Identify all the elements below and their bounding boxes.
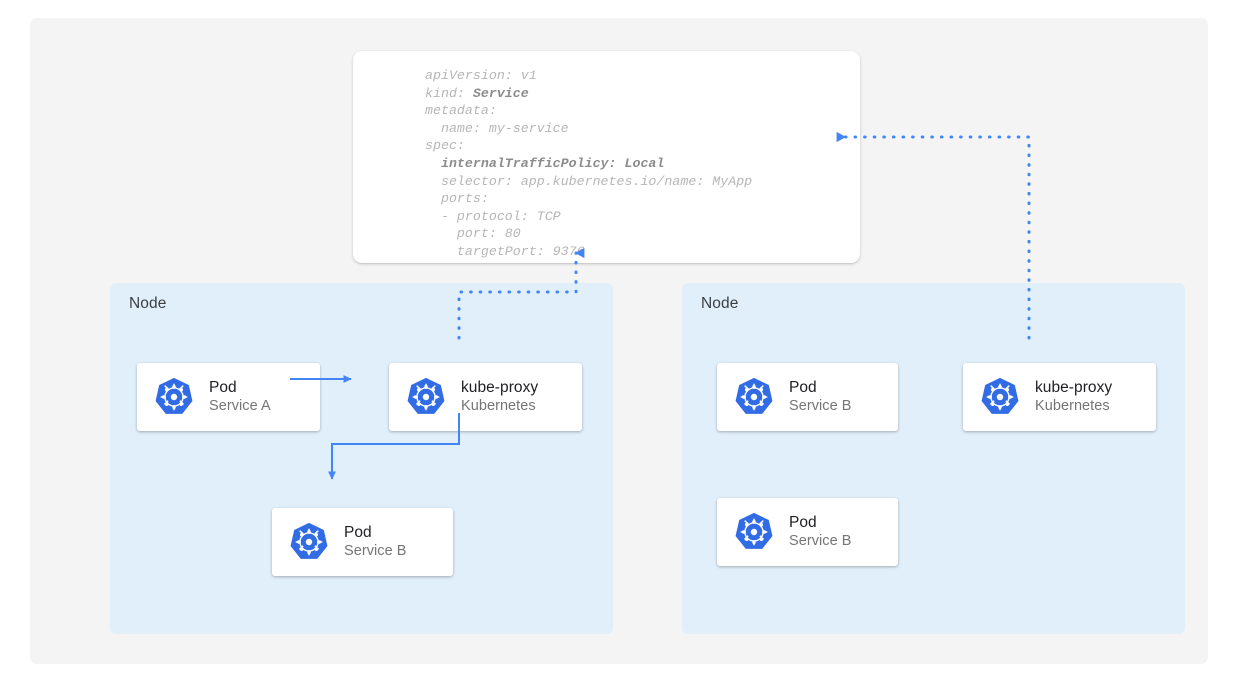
card-pod-service-b-left[interactable]: Pod Service B [272, 508, 453, 576]
card-subtitle: Service B [789, 533, 852, 549]
card-pod-service-b-right-bottom[interactable]: Pod Service B [717, 498, 898, 566]
card-subtitle: Kubernetes [461, 398, 536, 414]
node-label-right: Node [701, 295, 739, 312]
card-title: kube-proxy [461, 379, 539, 396]
card-subtitle: Service A [209, 398, 271, 414]
card-kube-proxy-left[interactable]: kube-proxy Kubernetes [389, 363, 582, 431]
card-title: kube-proxy [1035, 379, 1113, 396]
card-title: Pod [789, 514, 817, 531]
diagram-canvas: apiVersion: v1 kind: Service metadata: n… [30, 18, 1208, 664]
card-title: Pod [344, 524, 372, 541]
card-text: Pod Service B [344, 523, 407, 561]
card-subtitle: Service B [344, 543, 407, 559]
kubernetes-icon [733, 376, 775, 418]
kubernetes-icon [288, 521, 330, 563]
service-manifest-code: apiVersion: v1 kind: Service metadata: n… [425, 68, 753, 259]
kubernetes-icon [153, 376, 195, 418]
card-title: Pod [789, 379, 817, 396]
card-pod-service-a[interactable]: Pod Service A [137, 363, 320, 431]
card-subtitle: Service B [789, 398, 852, 414]
card-text: Pod Service B [789, 378, 852, 416]
node-label-left: Node [129, 295, 167, 312]
card-text: Pod Service A [209, 378, 271, 416]
card-kube-proxy-right[interactable]: kube-proxy Kubernetes [963, 363, 1156, 431]
node-group-right: Node [682, 283, 1185, 634]
card-text: kube-proxy Kubernetes [461, 378, 538, 416]
kubernetes-icon [733, 511, 775, 553]
service-manifest-card: apiVersion: v1 kind: Service metadata: n… [353, 51, 860, 263]
card-text: kube-proxy Kubernetes [1035, 378, 1112, 416]
card-pod-service-b-right-top[interactable]: Pod Service B [717, 363, 898, 431]
card-title: Pod [209, 379, 237, 396]
node-group-left: Node [110, 283, 613, 634]
card-subtitle: Kubernetes [1035, 398, 1110, 414]
kubernetes-icon [405, 376, 447, 418]
kubernetes-icon [979, 376, 1021, 418]
card-text: Pod Service B [789, 513, 852, 551]
